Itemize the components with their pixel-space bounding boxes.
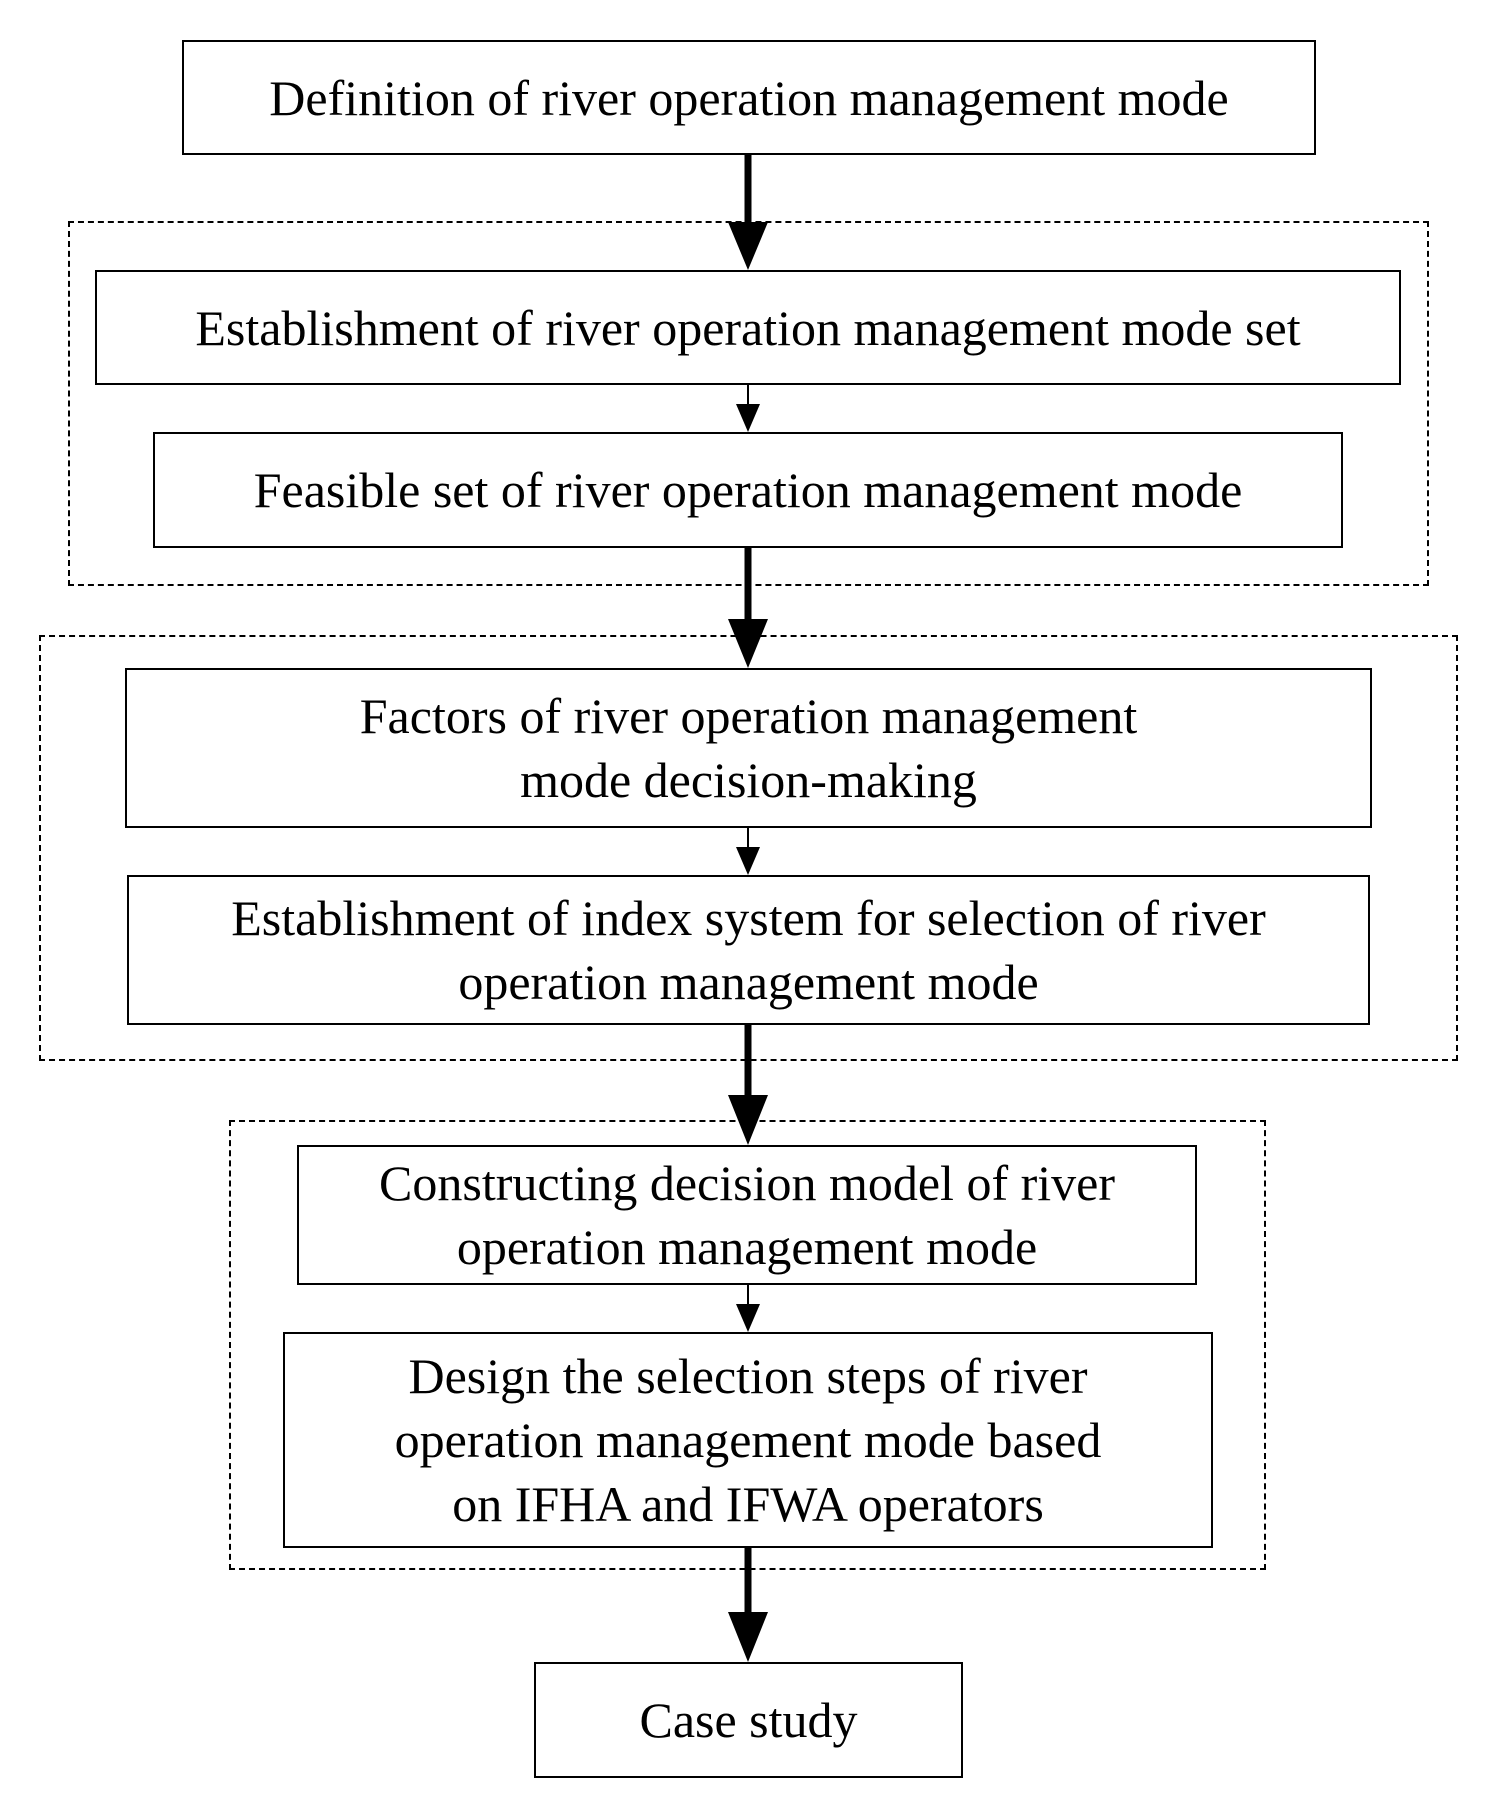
box-case-study: Case study bbox=[534, 1662, 963, 1778]
box-decision-factors-label: Factors of river operation management mo… bbox=[359, 688, 1138, 808]
thin-arrow-2 bbox=[736, 828, 760, 875]
box-feasible-set-label: Feasible set of river operation manageme… bbox=[253, 462, 1243, 518]
box-index-system-label: Establishment of index system for select… bbox=[231, 890, 1266, 1010]
box-selection-steps-label: Design the selection steps of river oper… bbox=[394, 1348, 1102, 1532]
box-selection-steps: Design the selection steps of river oper… bbox=[283, 1332, 1213, 1548]
box-decision-factors: Factors of river operation management mo… bbox=[125, 668, 1372, 828]
thick-arrow-2 bbox=[728, 548, 768, 668]
box-establishment-mode-set-label: Establishment of river operation managem… bbox=[195, 299, 1301, 356]
thick-arrow-1 bbox=[728, 155, 768, 270]
box-decision-model: Constructing decision model of river ope… bbox=[297, 1145, 1197, 1285]
box-establishment-mode-set: Establishment of river operation managem… bbox=[95, 270, 1401, 385]
thick-arrow-4 bbox=[728, 1548, 768, 1662]
box-index-system: Establishment of index system for select… bbox=[127, 875, 1370, 1025]
box-definition: Definition of river operation management… bbox=[182, 40, 1316, 155]
box-decision-model-label: Constructing decision model of river ope… bbox=[379, 1155, 1115, 1275]
box-feasible-set: Feasible set of river operation manageme… bbox=[153, 432, 1343, 548]
thick-arrow-3 bbox=[728, 1025, 768, 1145]
thin-arrow-1 bbox=[736, 385, 760, 432]
box-case-study-label: Case study bbox=[639, 1692, 858, 1748]
thin-arrow-3 bbox=[736, 1285, 760, 1332]
box-definition-label: Definition of river operation management… bbox=[269, 69, 1229, 126]
